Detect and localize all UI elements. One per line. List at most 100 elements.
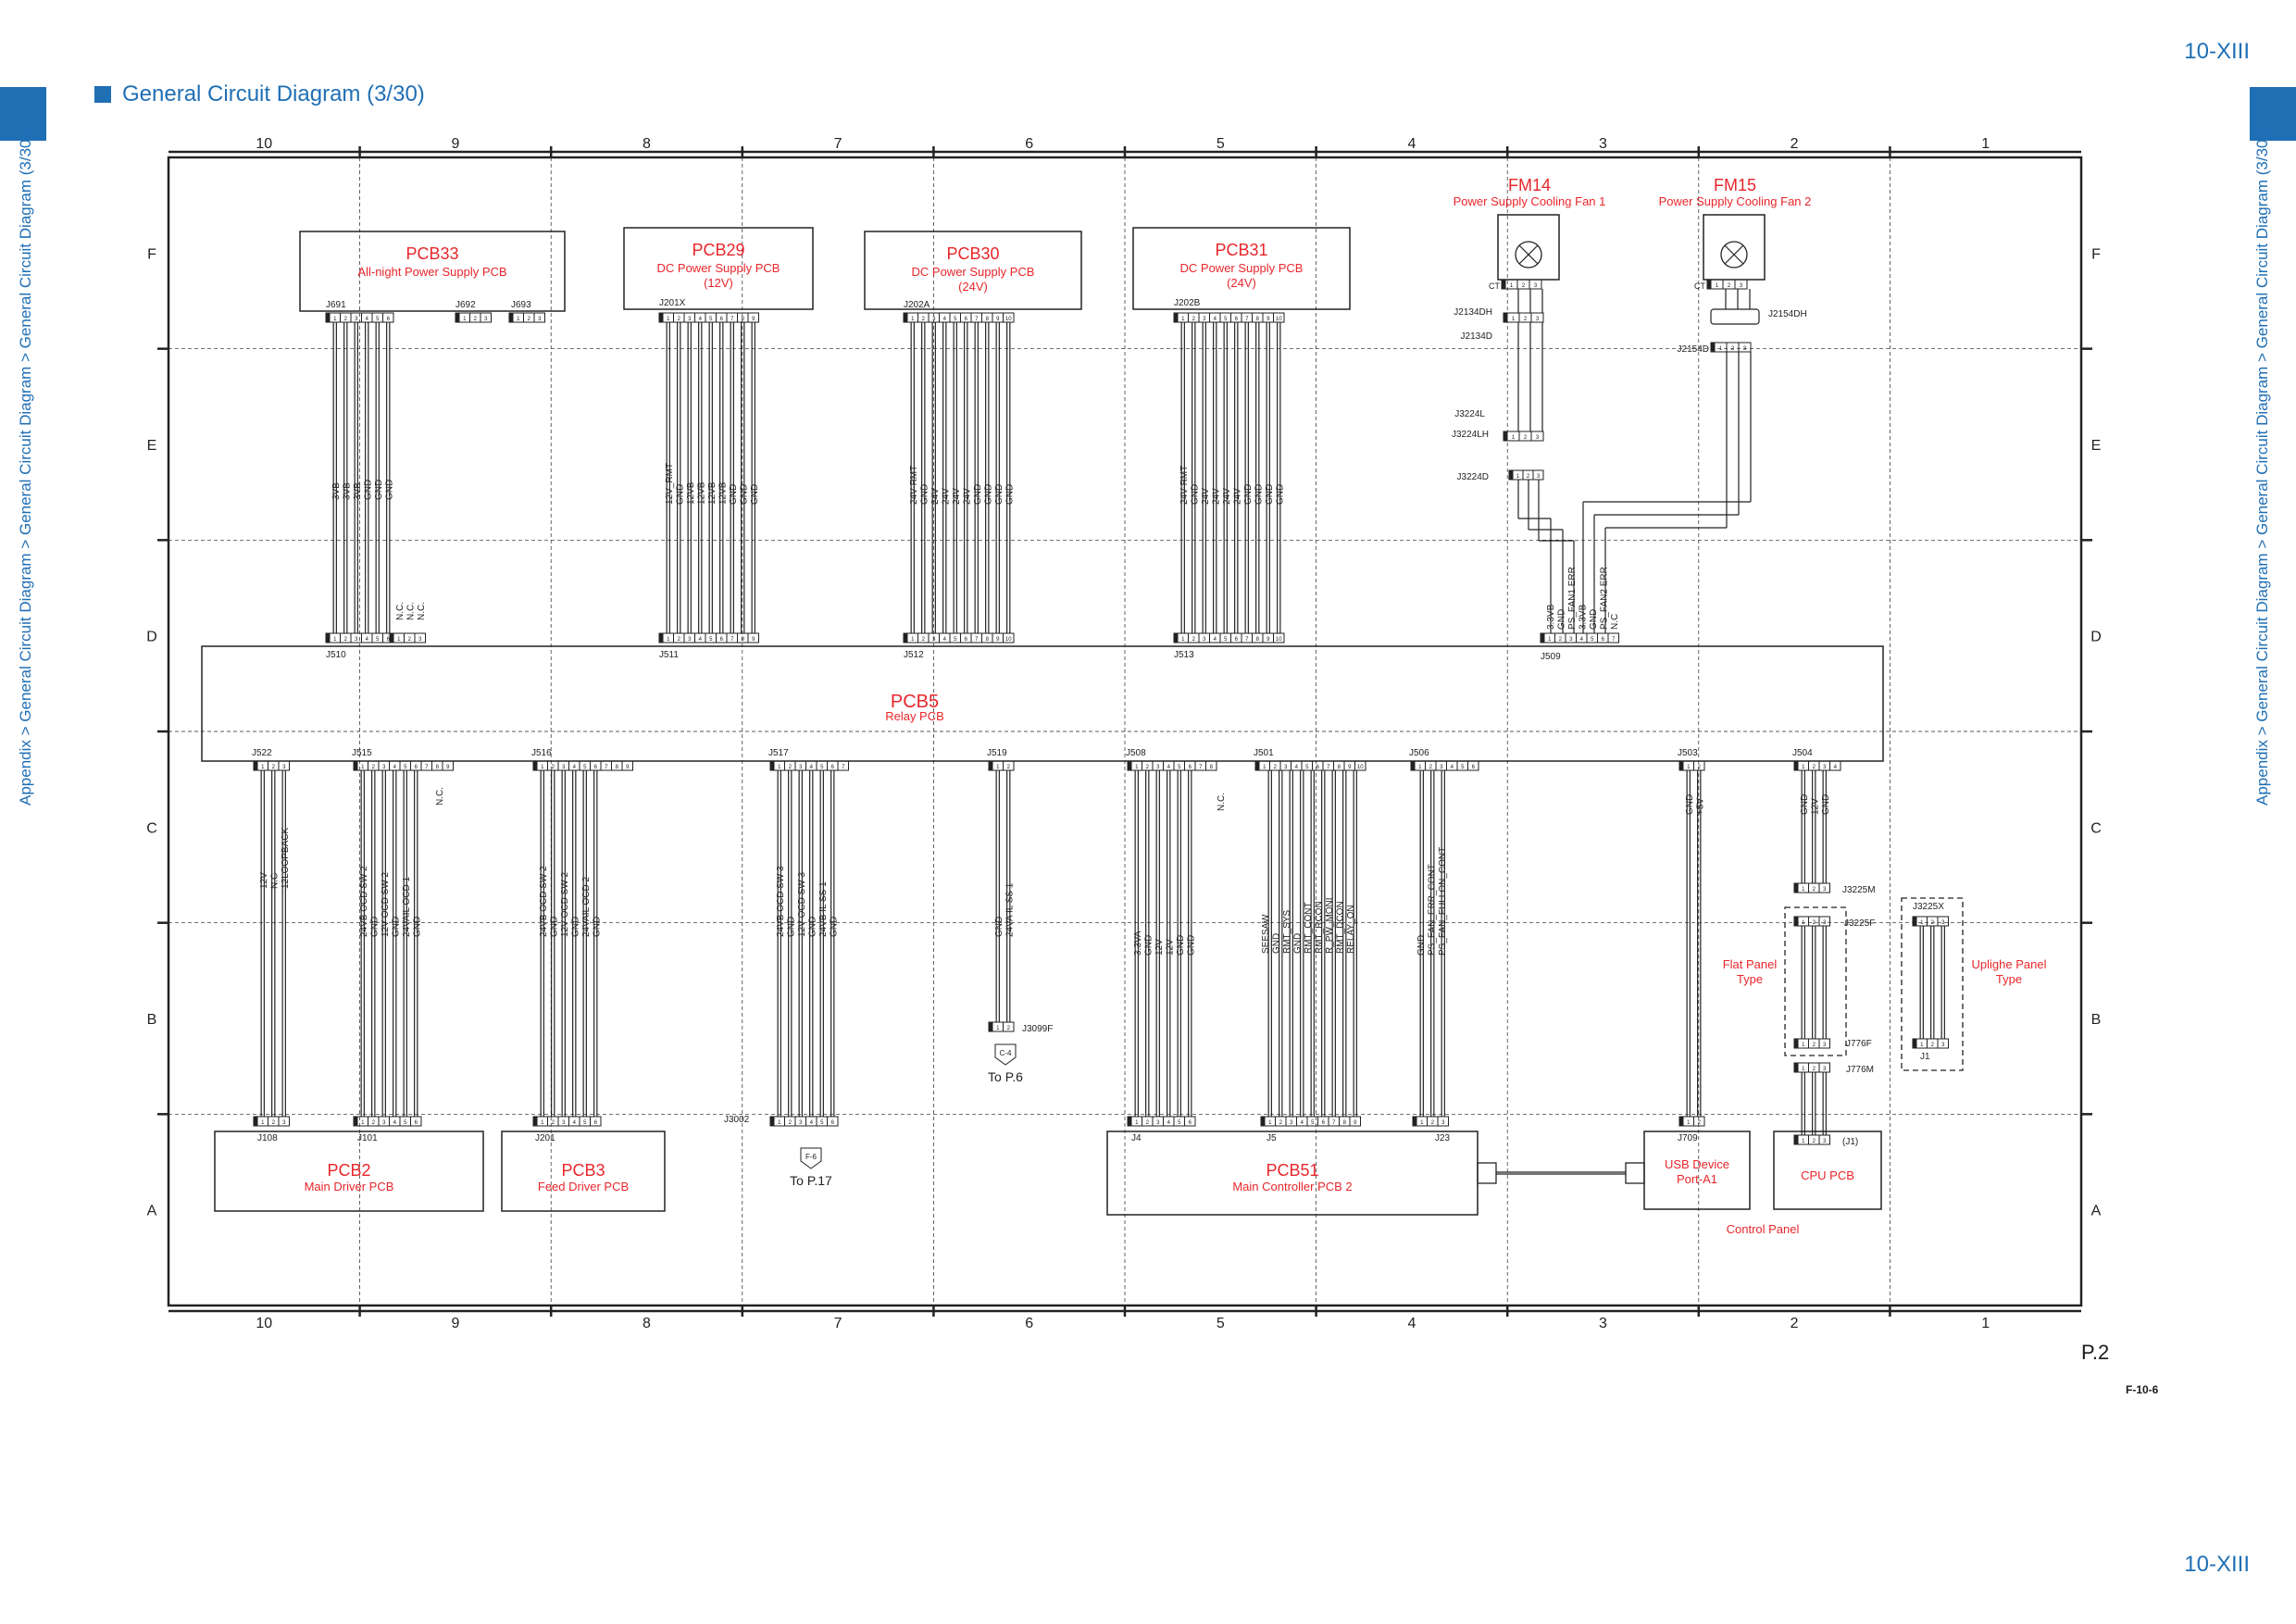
j522-label: N.C — [269, 873, 280, 889]
j511-pin — [747, 632, 759, 643]
j512-label: GND — [1004, 484, 1015, 505]
row-label-left: F — [147, 246, 156, 262]
j506-label: PS_FAN_ERR_CONT — [1427, 864, 1437, 956]
j3225f-pin-number: 2 — [1813, 920, 1816, 926]
j108-label: J108 — [257, 1133, 278, 1143]
j3225m-label: J3225M — [1842, 885, 1876, 895]
cpu-pcb-name: CPU PCB — [1801, 1168, 1854, 1182]
pcb31-desc2: (24V) — [1227, 276, 1256, 290]
cpu-pcb-box — [1773, 1131, 1882, 1210]
j501-label: J501 — [1254, 748, 1274, 758]
pcb29-desc2: (12V) — [704, 276, 733, 290]
j510-nc-pin — [414, 632, 426, 643]
j515-pin-number: 3 — [382, 765, 386, 770]
j3099f-pin-number: 2 — [1007, 1026, 1011, 1031]
j3224d-pin-number: 3 — [1537, 474, 1541, 480]
j202b-pin-number: 2 — [1192, 317, 1196, 322]
title-square-icon — [94, 86, 111, 103]
upright-panel-label: Uplighe Panel — [1972, 957, 2047, 971]
row-label-left: E — [147, 438, 157, 454]
j3002-pin-number: 5 — [820, 1120, 824, 1126]
j519-label: J519 — [987, 748, 1007, 758]
j776m-label: J776M — [1846, 1065, 1874, 1075]
j515-pin-number: 6 — [415, 765, 418, 770]
j201x-pin — [747, 312, 759, 323]
column-label-bottom: 3 — [1599, 1316, 1607, 1331]
j202b-pin-number: 6 — [1235, 317, 1239, 322]
ct2-label: CT — [1694, 281, 1705, 291]
j5-pin-number: 7 — [1332, 1120, 1336, 1126]
j511-pin-number: 8 — [742, 637, 745, 643]
fm15-box — [1703, 214, 1766, 281]
column-label-bottom: 7 — [834, 1316, 842, 1331]
j501-pin — [1354, 760, 1366, 771]
j4-pin-number: 6 — [1189, 1120, 1192, 1126]
j201-pin-number: 1 — [541, 1120, 544, 1126]
j23-tab — [1412, 1116, 1417, 1127]
j202b-pin — [1273, 312, 1285, 323]
j508-label: J508 — [1126, 748, 1146, 758]
cpu-j1-pin — [1818, 1134, 1830, 1145]
pcb2-box — [214, 1131, 484, 1212]
j108-pin-number: 2 — [272, 1120, 276, 1126]
j1-label: J1 — [1920, 1052, 1930, 1062]
j508-label: 3.3VA — [1133, 931, 1143, 956]
upright-panel-label-2: Type — [1996, 972, 2022, 986]
j23-pin-number: 1 — [1420, 1120, 1424, 1126]
pcb51-usb-port — [1477, 1162, 1497, 1184]
j515-pin-number: 1 — [361, 765, 365, 770]
j776f-label: J776F — [1846, 1039, 1872, 1049]
pcb30-desc: DC Power Supply PCB — [912, 265, 1035, 279]
j2154d-pin-number: 1 — [1719, 346, 1723, 352]
j504-pin-number: 4 — [1834, 765, 1838, 770]
j509-pin-number: 3 — [1569, 637, 1573, 643]
j3225x-tab — [1912, 916, 1917, 927]
j512-tab — [903, 632, 908, 643]
j508-nc-label: N.C. — [1217, 793, 1227, 811]
j517-label: GND — [807, 917, 817, 937]
j509-tab — [1540, 632, 1545, 643]
right-side-tab — [2250, 87, 2296, 141]
j510-label: 3VB — [342, 482, 352, 500]
j3224lh-tab — [1503, 431, 1508, 442]
j512-label: 24V — [962, 488, 972, 505]
j503-label: J503 — [1678, 748, 1698, 758]
j5-pin-number: 4 — [1301, 1120, 1304, 1126]
j516-pin-number: 2 — [552, 765, 555, 770]
j513-label: 24V — [1222, 488, 1232, 505]
j3225m-pin — [1818, 882, 1830, 893]
j503-tab — [1678, 760, 1684, 771]
j511-pin-number: 2 — [678, 637, 681, 643]
j1-conn-tab — [1912, 1038, 1917, 1049]
j522-label: 12V — [259, 872, 269, 889]
j501-label: GND — [1271, 933, 1281, 954]
j3224lh-label: J3224LH — [1452, 430, 1489, 440]
figure-id: F-10-6 — [2126, 1383, 2159, 1396]
j511-label: 12VB — [686, 481, 696, 505]
j776m-pin-number: 1 — [1802, 1067, 1805, 1072]
j101-label: J101 — [357, 1133, 378, 1143]
j101-pin-number: 6 — [415, 1120, 418, 1126]
j501-label: RMT_SYS — [1282, 909, 1292, 954]
j511-tab — [658, 632, 664, 643]
j512-pin — [1003, 632, 1015, 643]
j508-pin-number: 8 — [1210, 765, 1214, 770]
j522-label: 12LOOPBACK — [281, 828, 291, 889]
column-label-top: 9 — [451, 136, 459, 152]
j509-pin-number: 7 — [1612, 637, 1616, 643]
pcb2-name: PCB2 — [327, 1161, 370, 1180]
j510-nc-pin-number: 2 — [408, 637, 412, 643]
usb-device-port: Port-A1 — [1677, 1172, 1717, 1186]
j3224l-label: J3224L — [1454, 409, 1485, 419]
j515-label: GND — [412, 917, 422, 937]
j515-pin-number: 8 — [436, 765, 440, 770]
j2134dh-pin — [1530, 312, 1544, 323]
j2154d-label: J2154D — [1678, 344, 1709, 355]
j5-pin-number: 2 — [1279, 1120, 1283, 1126]
j516-pin-number: 4 — [573, 765, 577, 770]
pcb5-name: PCB5 — [891, 692, 939, 712]
j517-label: GND — [786, 917, 796, 937]
j202a-tab — [903, 312, 908, 323]
j202b-pin-number: 8 — [1256, 317, 1260, 322]
j510-label: J510 — [326, 650, 346, 660]
